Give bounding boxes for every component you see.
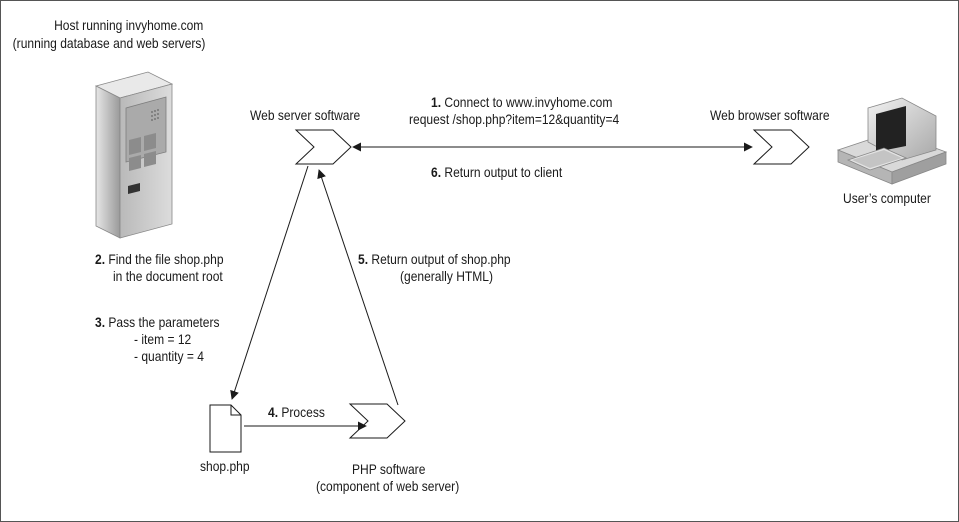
step-5-text: Return output of shop.php — [371, 251, 511, 267]
php-software-label-line1: PHP software — [352, 461, 426, 477]
web-server-label: Web server software — [250, 107, 361, 123]
document-file-icon — [209, 404, 242, 453]
step-4-label: 4. Process — [268, 404, 325, 421]
step-2-text: Find the file shop.php — [108, 251, 224, 267]
step-3-param-item: - item = 12 — [134, 331, 192, 347]
user-computer-label: User’s computer — [843, 190, 931, 206]
step-4-number: 4. — [268, 404, 279, 420]
step-3-line1: 3. Pass the parameters — [95, 314, 219, 331]
step-1-line2: request /shop.php?item=12&quantity=4 — [409, 111, 620, 127]
step-1-number: 1. — [431, 94, 442, 110]
php-software-label-line2: (component of web server) — [316, 478, 460, 494]
step-6-label: 6. Return output to client — [431, 164, 562, 181]
php-software-chevron — [348, 403, 406, 439]
php-file-label: shop.php — [200, 458, 250, 474]
arrow-to-file — [230, 165, 309, 400]
web-browser-chevron — [752, 129, 810, 165]
web-server-chevron — [294, 129, 352, 165]
step-5-number: 5. — [358, 251, 369, 267]
step-2-line1: 2. Find the file shop.php — [95, 251, 224, 268]
step-2-number: 2. — [95, 251, 106, 267]
host-title-line2: (running database and web servers) — [12, 35, 206, 51]
step-2-line2: in the document root — [113, 268, 223, 284]
step-3-param-quantity: - quantity = 4 — [134, 348, 204, 364]
web-browser-label: Web browser software — [710, 107, 830, 123]
step-5-line2: (generally HTML) — [400, 268, 494, 284]
step-1-text: Connect to www.invyhome.com — [444, 94, 613, 110]
step-6-number: 6. — [431, 164, 442, 180]
step-4-text: Process — [281, 404, 325, 420]
host-title-line1: Host running invyhome.com — [54, 17, 204, 33]
step-3-number: 3. — [95, 314, 106, 330]
step-5-line1: 5. Return output of shop.php — [358, 251, 511, 268]
arrow-return-output — [317, 169, 399, 406]
step-1-line1: 1. Connect to www.invyhome.com — [431, 94, 612, 111]
step-3-text: Pass the parameters — [108, 314, 220, 330]
step-6-text: Return output to client — [444, 164, 563, 180]
desktop-computer-icon — [836, 97, 948, 185]
server-tower-icon — [94, 71, 174, 239]
